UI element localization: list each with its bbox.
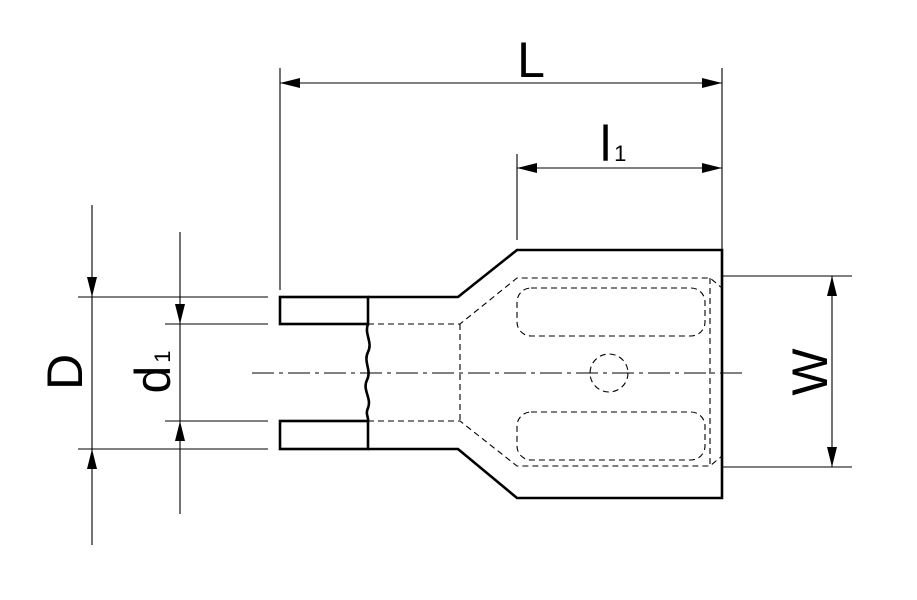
dimension-inner-diameter: d1: [125, 232, 185, 514]
dimension-width: W: [782, 276, 838, 467]
label-length: L: [517, 32, 545, 88]
label-outer-diameter: D: [37, 354, 93, 390]
insulation-sleeve-section: [278, 295, 370, 451]
label-inner-diameter: d1: [125, 350, 181, 393]
label-width: W: [782, 348, 838, 396]
terminal-body-outline: [368, 248, 724, 500]
label-inner-diameter-subscript: 1: [150, 350, 175, 362]
hidden-inner-contour: [368, 277, 723, 467]
label-blade-length-subscript: 1: [614, 141, 626, 166]
dimension-length: L: [280, 32, 722, 88]
dimension-outer-diameter: D: [37, 205, 97, 545]
break-line: [364, 323, 371, 422]
extension-lines: [78, 68, 852, 468]
